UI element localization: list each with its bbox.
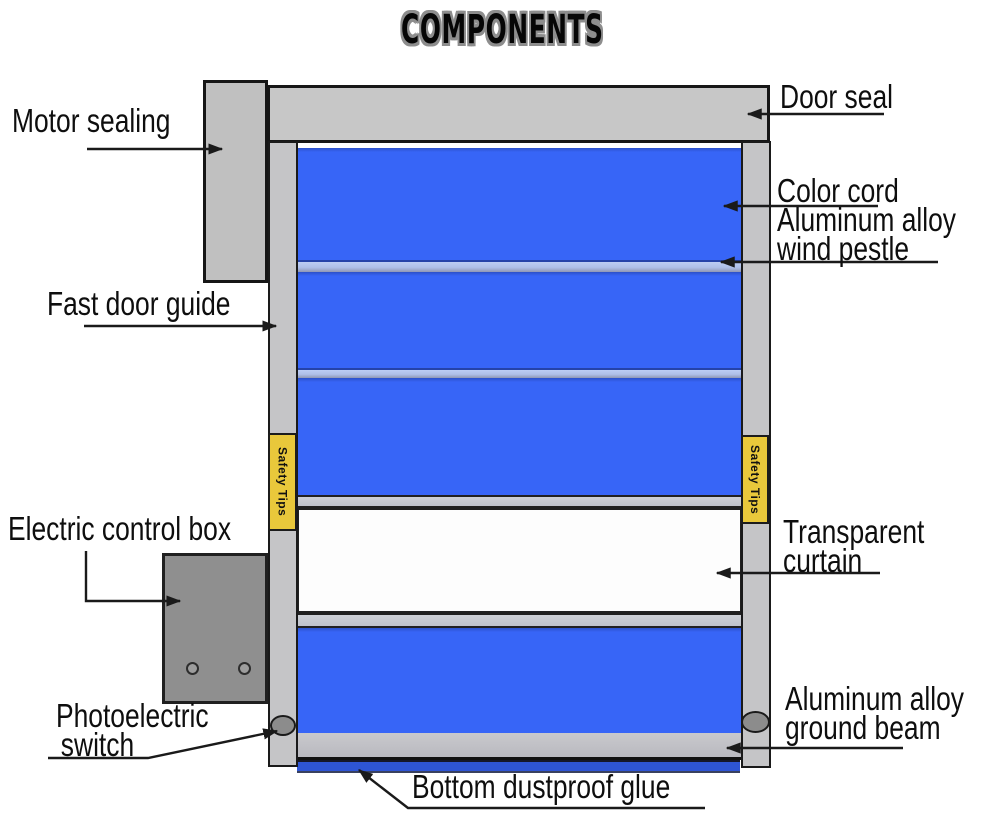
electric-control-box [162,553,268,704]
photoelectric-switch-right [741,711,770,733]
safety-tips-sticker-left: Safety Tips [268,433,297,531]
curtain-panel-3 [297,378,742,495]
motor-housing [203,80,268,283]
transparent-curtain-panel [297,508,742,613]
bottom-dustproof-label: Bottom dustproof glue [412,768,671,805]
photoelectric-switch-label: Photoelectric switch [56,697,209,763]
aluminum-band-lower [297,613,742,628]
door-seal-bar [267,85,770,143]
wind-pestle-band-2 [297,368,742,378]
safety-tips-text: Safety Tips [275,447,290,517]
screw-icon [238,662,251,675]
photoelectric-switch-left [270,715,296,736]
curtain-panel-4 [297,628,742,733]
aluminum-band-upper [297,495,742,508]
motor-sealing-label: Motor sealing [12,102,171,139]
page-title: COMPONENTS [401,7,604,53]
curtain-panel-1 [297,148,742,260]
safety-tips-text: Safety Tips [748,444,762,515]
wind-pestle-band-1 [297,260,742,272]
door-seal-label: Door seal [780,78,893,115]
transparent-curtain-label: Transparent curtain [783,513,925,579]
safety-tips-sticker-right: Safety Tips [741,435,769,524]
ground-beam-label: Aluminum alloy ground beam [785,680,964,746]
electric-control-box-label: Electric control box [8,510,232,547]
color-cord-wind-pestle-label: Color cord Aluminum alloy wind pestle [777,172,956,267]
fast-door-guide-label: Fast door guide [47,285,231,322]
ground-beam [297,733,742,760]
screw-icon [186,662,199,675]
curtain-panel-2 [297,272,742,368]
